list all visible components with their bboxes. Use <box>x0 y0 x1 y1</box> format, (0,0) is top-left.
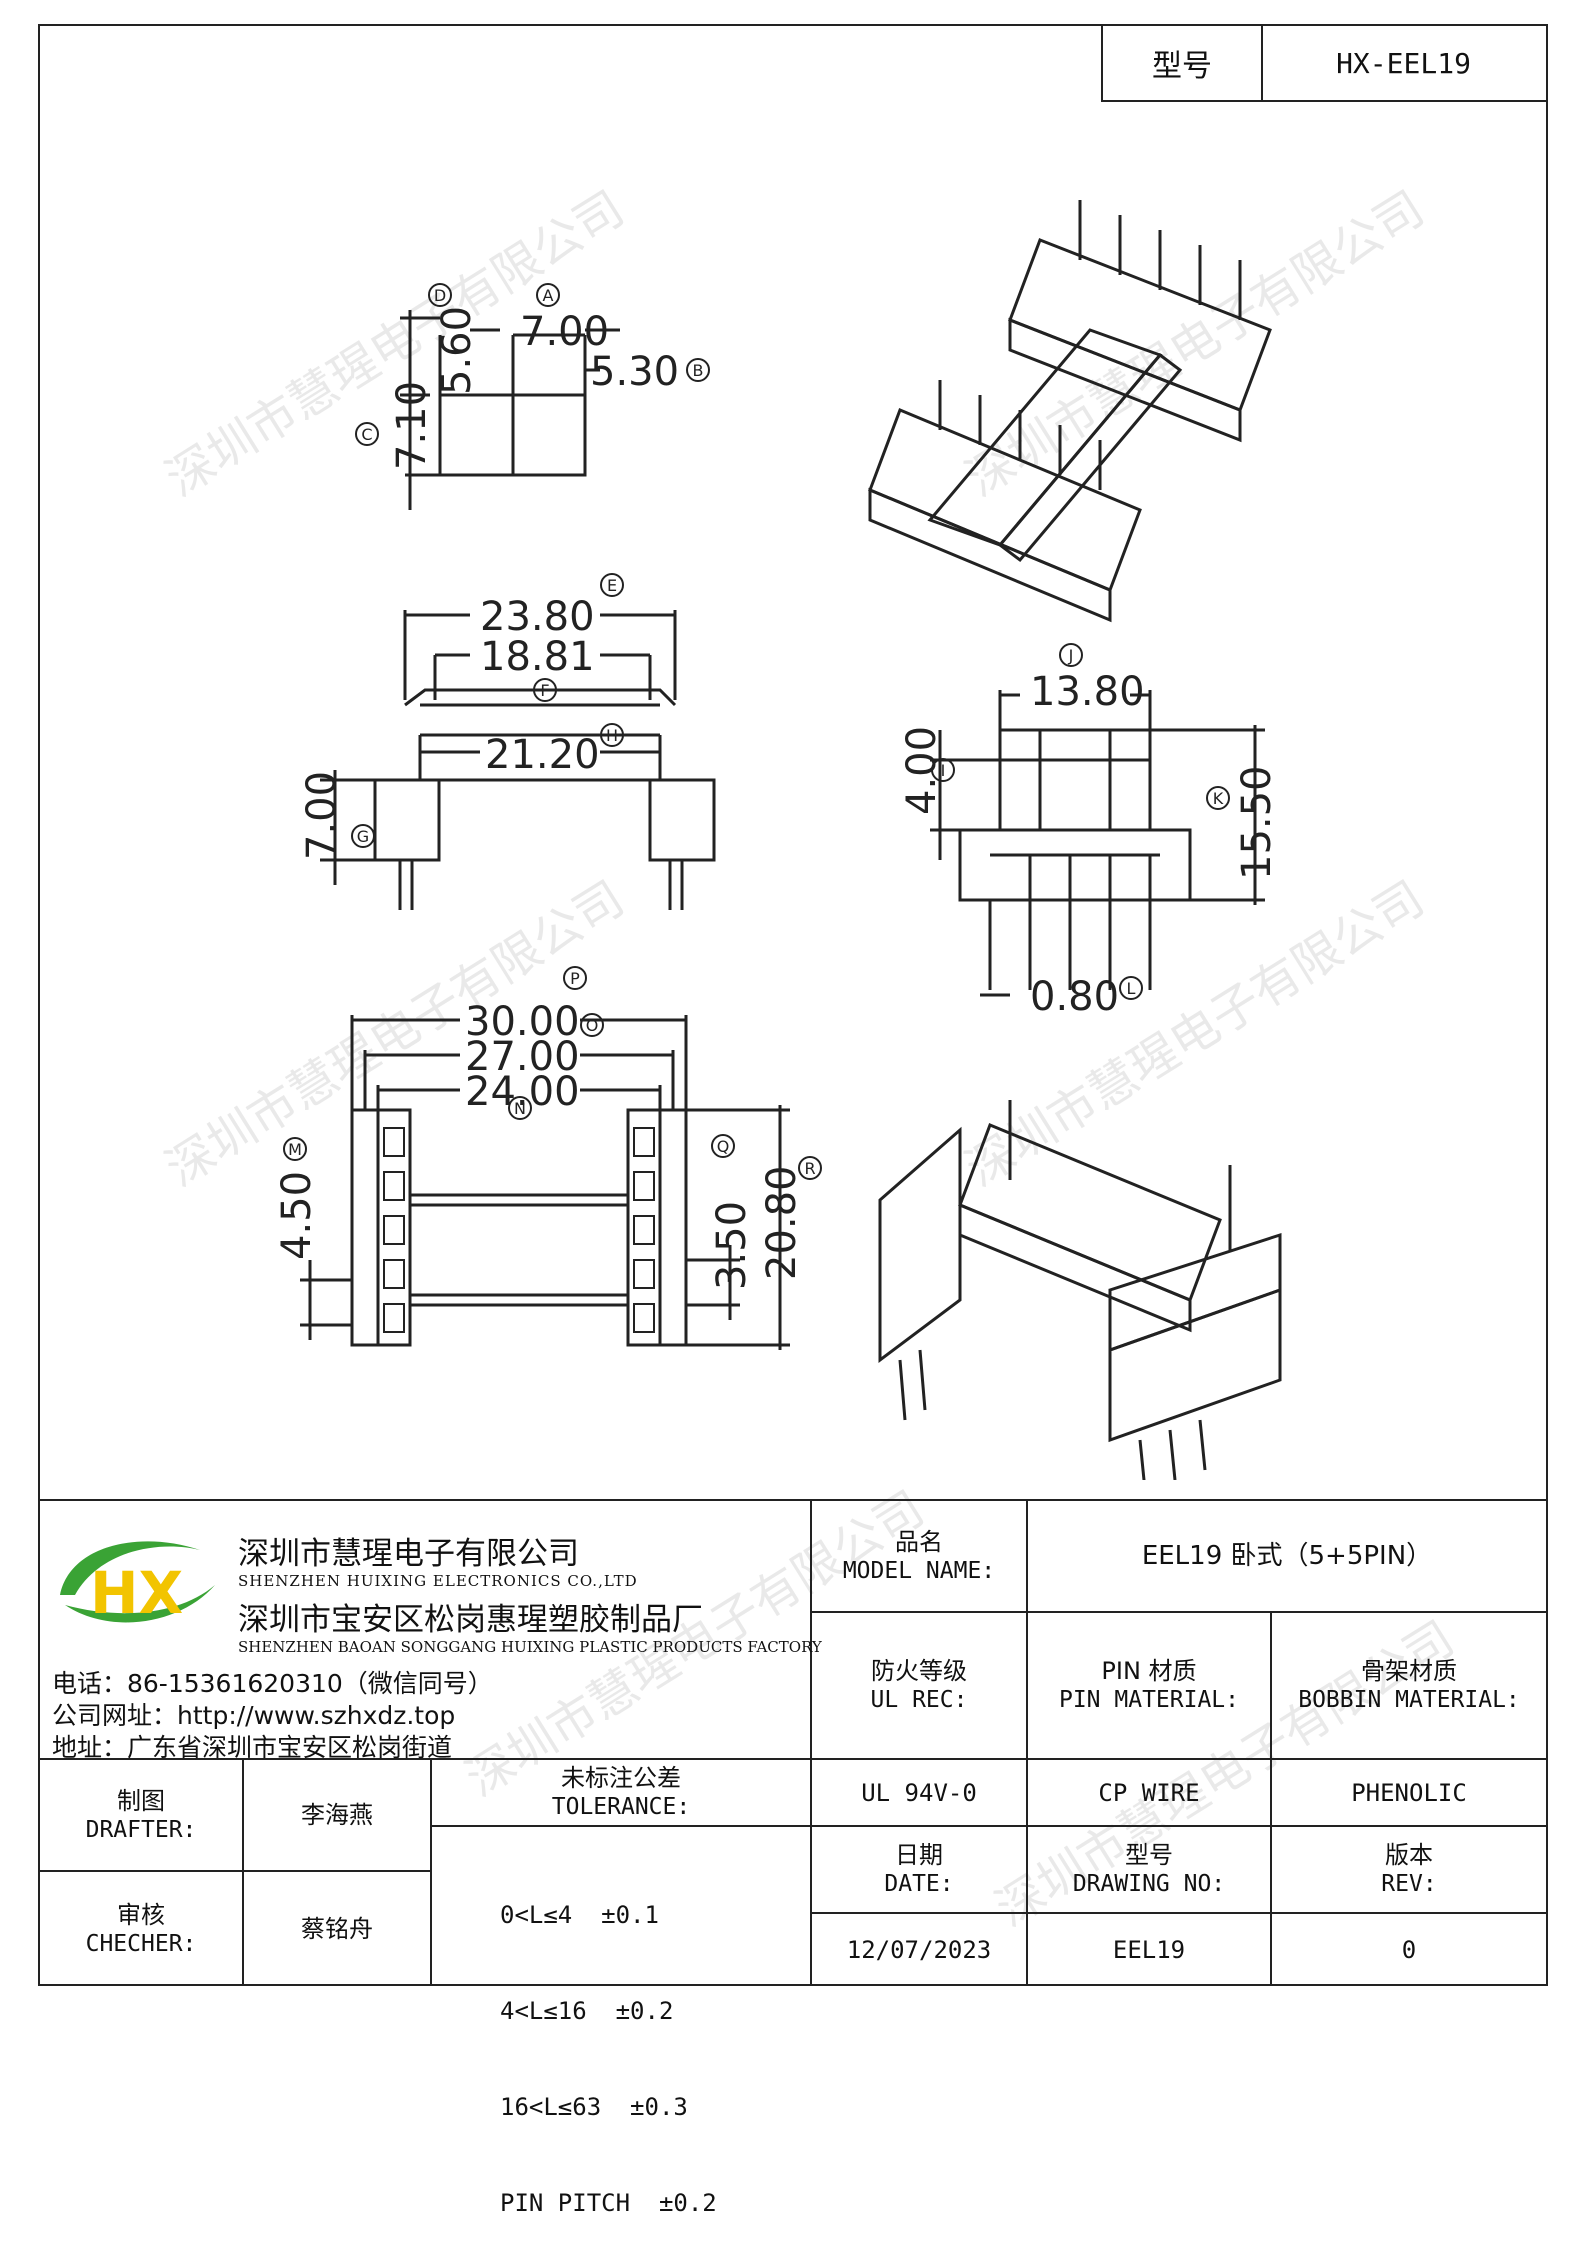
dimension-letter-markers <box>283 283 1230 1180</box>
drafter-name: 李海燕 <box>301 1801 373 1829</box>
dim-O-value: 27.00 <box>465 1034 580 1080</box>
dim-C-letter: C <box>361 425 372 444</box>
pin-holes <box>383 1127 655 1333</box>
dim-N-value: 24.00 <box>465 1069 580 1115</box>
dim-B-value: 5.30 <box>590 349 679 395</box>
dim-Q-letter: Q <box>717 1137 730 1156</box>
end-view <box>400 310 620 510</box>
dim-P-letter: P <box>570 969 580 988</box>
dim-P-value: 30.00 <box>465 999 580 1045</box>
dim-D-letter: D <box>434 286 446 305</box>
model-name-label: 品名 MODEL NAME: <box>842 1527 996 1584</box>
tolerance-table: 0<L≤4 ±0.1 4<L≤16 ±0.2 16<L≤63 ±0.3 PIN … <box>500 1835 717 2251</box>
dim-F-value: 18.81 <box>480 634 595 680</box>
company-address: 地址：广东省深圳市宝安区松岗街道 <box>52 1733 453 1762</box>
dim-A-value: 7.00 <box>520 309 609 355</box>
tolerance-row: 16<L≤63 ±0.3 <box>500 2093 688 2121</box>
dim-K-letter: K <box>1213 789 1224 808</box>
drafter-label: 制图 DRAFTER: <box>85 1786 197 1843</box>
front-view <box>930 690 1265 997</box>
dim-A-letter: A <box>543 286 554 305</box>
dim-H-letter: H <box>606 726 618 745</box>
technical-drawing: 7.00 5.30 7.10 5.60 <box>274 200 1282 1480</box>
bobbin-material-label: 骨架材质 BOBBIN MATERIAL: <box>1298 1657 1520 1714</box>
company-phone: 电话：86-15361620310（微信同号） <box>52 1669 493 1698</box>
dim-F-letter: F <box>540 681 549 700</box>
dim-M-letter: M <box>288 1140 302 1159</box>
date-label: 日期 DATE: <box>884 1841 954 1898</box>
model-value: HX-EEL19 <box>1336 46 1471 80</box>
dim-J-letter: J <box>1068 646 1074 665</box>
dim-G-value: 7.00 <box>299 771 345 860</box>
logo-text: HX <box>90 1559 183 1627</box>
dim-D-value: 5.60 <box>434 306 480 395</box>
dim-N-letter: N <box>514 1099 526 1118</box>
tolerance-row: PIN PITCH ±0.2 <box>500 2189 717 2217</box>
company-name-cn: 深圳市慧瑆电子有限公司 <box>238 1536 579 1572</box>
dim-C-value: 7.10 <box>389 381 435 470</box>
side-view <box>320 610 716 910</box>
pin-material-label: PIN 材质 PIN MATERIAL: <box>1058 1657 1239 1714</box>
pin-material-value: CP WIRE <box>1098 1778 1200 1807</box>
drawing-no-value: EEL19 <box>1112 1936 1186 1964</box>
bottom-view <box>300 1015 790 1350</box>
dim-I-value: 4.00 <box>899 726 945 815</box>
isometric-view-top <box>868 200 1272 623</box>
isometric-view-bottom <box>878 1100 1282 1480</box>
dim-R-value: 20.80 <box>759 1165 805 1280</box>
tolerance-label: 未标注公差 TOLERANCE: <box>551 1764 691 1821</box>
rev-label: 版本 REV: <box>1381 1841 1437 1898</box>
tolerance-row: 4<L≤16 ±0.2 <box>500 1997 674 2025</box>
dim-Q-value: 3.50 <box>709 1201 755 1290</box>
checker-name: 蔡铭舟 <box>301 1915 373 1943</box>
ul-rec-label: 防火等级 UL REC: <box>870 1657 968 1714</box>
dim-G-letter: G <box>357 827 369 846</box>
dim-L-letter: L <box>1127 979 1136 998</box>
factory-name-cn: 深圳市宝安区松岗惠瑆塑胶制品厂 <box>238 1602 703 1638</box>
dim-R-letter: R <box>804 1159 815 1178</box>
drawing-no-label: 型号 DRAWING NO: <box>1072 1841 1226 1898</box>
tolerance-row: 0<L≤4 ±0.1 <box>500 1901 659 1929</box>
dim-M-value: 4.50 <box>274 1171 320 1260</box>
company-name-en: SHENZHEN HUIXING ELECTRONICS CO.,LTD <box>238 1572 638 1590</box>
rev-value: 0 <box>1401 1936 1417 1964</box>
company-website[interactable]: 公司网址：http://www.szhxdz.top <box>52 1701 456 1730</box>
dim-E-letter: E <box>607 576 617 595</box>
bobbin-material-value: PHENOLIC <box>1351 1778 1467 1807</box>
model-label: 型号 <box>1103 26 1263 100</box>
dim-E-value: 23.80 <box>480 594 595 640</box>
checker-label: 审核 CHECHER: <box>85 1900 197 1957</box>
model-box: 型号 HX-EEL19 <box>1101 26 1546 102</box>
dim-O-letter: O <box>586 1016 599 1035</box>
company-logo: HX <box>50 1525 220 1635</box>
ul-value: UL 94V-0 <box>861 1778 977 1807</box>
dim-I-letter: I <box>941 761 946 780</box>
model-name-value: EEL19 卧式（5+5PIN） <box>1141 1540 1433 1571</box>
dim-H-value: 21.20 <box>485 732 600 778</box>
dim-K-value: 15.50 <box>1234 765 1280 880</box>
date-value: 12/07/2023 <box>846 1936 992 1964</box>
dim-L-value: 0.80 <box>1030 974 1119 1020</box>
dim-J-value: 13.80 <box>1030 669 1145 715</box>
dim-B-letter: B <box>693 361 704 380</box>
factory-name-en: SHENZHEN BAOAN SONGGANG HUIXING PLASTIC … <box>238 1638 822 1656</box>
drawing-sheet <box>38 24 1548 1986</box>
